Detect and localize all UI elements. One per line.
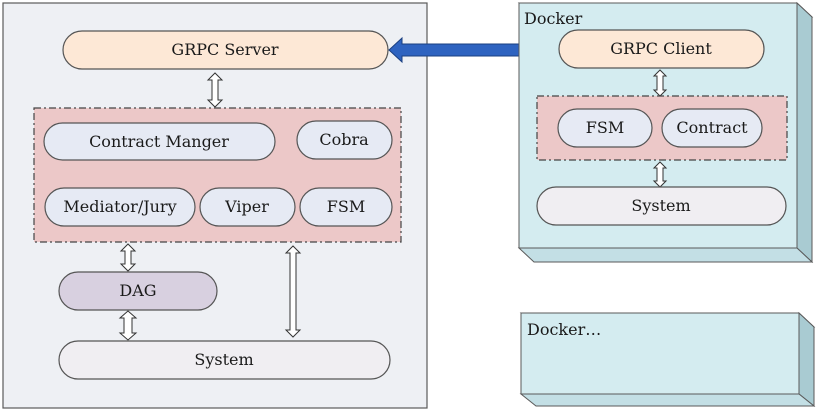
grpc-client-label: GRPC Client: [610, 39, 712, 58]
contract-manager-label: Contract Manger: [89, 132, 229, 151]
module-system-arrow: [284, 245, 302, 338]
mediator-jury-node: Mediator/Jury: [44, 187, 196, 227]
docker-secondary-panel: Docker…: [519, 311, 816, 408]
docker-title: Docker: [524, 9, 583, 28]
host-system-node: System: [58, 340, 391, 380]
cobra-node: Cobra: [296, 120, 393, 160]
docker-fsm-node: FSM: [557, 108, 653, 148]
mediator-jury-label: Mediator/Jury: [63, 197, 176, 216]
cobra-label: Cobra: [319, 130, 369, 149]
viper-node: Viper: [199, 187, 296, 227]
module-dag-arrow: [119, 243, 137, 272]
dag-system-arrow: [118, 310, 138, 341]
server-module-arrow: [206, 72, 224, 108]
grpc-server-label: GRPC Server: [171, 40, 279, 59]
docker-fsm-label: FSM: [586, 118, 624, 137]
docker-system-node: System: [536, 186, 787, 226]
contract-manager-node: Contract Manger: [43, 122, 276, 161]
viper-label: Viper: [224, 197, 269, 216]
docker-system-label: System: [631, 196, 690, 215]
dag-label: DAG: [119, 281, 156, 300]
host-fsm-node: FSM: [299, 187, 393, 227]
docker-secondary-title: Docker…: [527, 320, 601, 339]
docker-contract-node: Contract: [661, 108, 763, 148]
docker-contract-label: Contract: [676, 118, 748, 137]
host-fsm-label: FSM: [327, 197, 365, 216]
host-system-label: System: [194, 350, 253, 369]
grpc-server-node: GRPC Server: [62, 30, 389, 70]
grpc-client-node: GRPC Client: [558, 29, 765, 69]
dag-node: DAG: [58, 271, 218, 311]
